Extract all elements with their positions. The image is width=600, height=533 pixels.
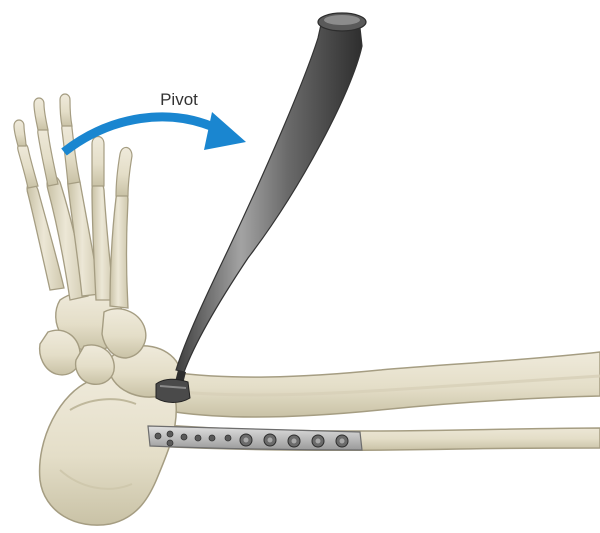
pivot-label: Pivot — [144, 90, 214, 110]
tibia-bone — [170, 352, 600, 417]
curved-arrow-icon — [64, 112, 246, 152]
surgical-instrument-icon — [174, 13, 366, 388]
bone-plate-icon — [148, 426, 362, 450]
metatarsal-bones — [27, 174, 128, 308]
ankle-implant — [156, 379, 190, 402]
